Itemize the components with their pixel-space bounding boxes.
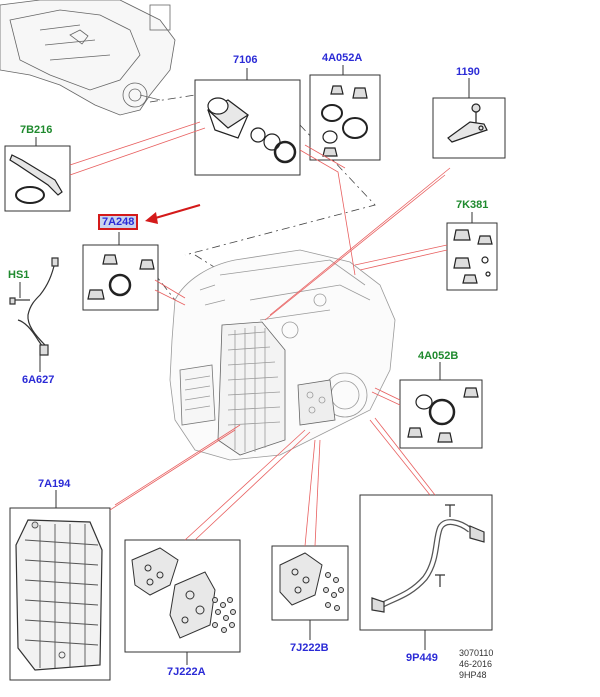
box-7j222a: [124, 539, 241, 653]
transmission-illustration: [169, 249, 396, 461]
callout-7b216[interactable]: 7B216: [20, 124, 53, 136]
callout-ticks: [19, 65, 473, 665]
callout-9p449[interactable]: 9P449: [406, 652, 438, 664]
box-7106: [194, 79, 301, 176]
callout-6a627[interactable]: 6A627: [22, 374, 55, 386]
callout-7k381[interactable]: 7K381: [456, 199, 489, 211]
reference-line-3: 9HP48: [459, 670, 487, 680]
box-7j222b: [271, 545, 349, 621]
box-7b216: [4, 145, 71, 212]
callout-4a052b[interactable]: 4A052B: [418, 350, 459, 362]
box-9p449: [359, 494, 493, 631]
callout-1190[interactable]: 1190: [456, 66, 480, 78]
callout-7106[interactable]: 7106: [233, 54, 258, 66]
harness-hs1-6a627: [9, 257, 59, 356]
box-7k381: [446, 222, 498, 291]
callout-7a248-highlighted[interactable]: 7A248: [98, 214, 139, 230]
reference-line-1: 3070110: [459, 648, 494, 658]
callout-7a194[interactable]: 7A194: [38, 478, 71, 490]
box-4a052b: [399, 379, 483, 449]
highlight-arrow: [145, 203, 201, 224]
box-7a248: [82, 244, 159, 311]
transfer-case-illustration: [0, 0, 176, 116]
callout-4a052a[interactable]: 4A052A: [322, 52, 363, 64]
callout-7j222b[interactable]: 7J222B: [290, 642, 329, 654]
reference-line-2: 46-2016: [459, 659, 493, 669]
callout-7j222a[interactable]: 7J222A: [167, 666, 206, 678]
box-1190: [432, 97, 506, 159]
reference-code: 3070110 46-2016 9HP48: [459, 648, 493, 681]
leader-lines: [69, 121, 451, 547]
box-4a052a: [309, 74, 381, 161]
callout-hs1[interactable]: HS1: [8, 269, 30, 281]
box-7a194: [9, 507, 111, 681]
